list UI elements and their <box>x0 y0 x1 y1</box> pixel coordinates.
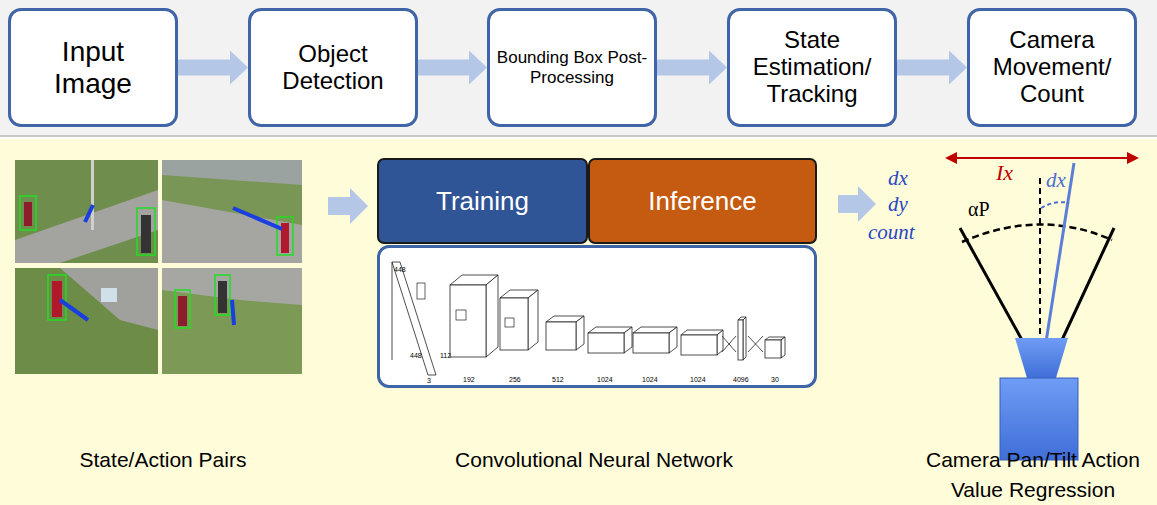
dimension-label: 448 <box>410 352 422 360</box>
kernel <box>417 283 425 299</box>
node-text: Inference <box>648 186 756 217</box>
node-text: Camera Movement/ Count <box>978 27 1126 108</box>
layer-block <box>500 290 538 350</box>
layer-block <box>450 275 498 357</box>
process-box: Object Detection <box>248 8 418 127</box>
cnn-architecture <box>392 262 785 375</box>
dimension-label: 192 <box>463 376 475 384</box>
dimension-label: 512 <box>552 376 564 384</box>
process-box: Bounding Box Post- Processing <box>487 8 657 127</box>
photo-panel <box>15 268 158 374</box>
annotation-label: αP <box>968 197 990 221</box>
process-box: State Estimation/ Tracking <box>727 8 897 127</box>
layer-block <box>588 327 632 353</box>
cnn-frame <box>377 245 817 388</box>
annotation-label: dx <box>888 166 908 191</box>
dimension-label: 1024 <box>690 376 706 384</box>
node-text: Training <box>436 186 529 217</box>
annotation-label: Convolutional Neural Network <box>374 447 814 472</box>
flow-arrow <box>657 51 727 85</box>
flow-arrow <box>328 188 368 224</box>
input-slab-edge <box>392 262 393 360</box>
layer-block <box>765 337 785 358</box>
flow-arrow <box>838 186 876 222</box>
layer-block <box>633 327 677 353</box>
layer-block <box>738 317 746 360</box>
node-text: Bounding Box Post- Processing <box>496 48 648 86</box>
input-slab <box>392 262 436 375</box>
dimension-label: 4096 <box>733 376 749 384</box>
dimension-label: 30 <box>771 376 779 384</box>
annotation-label: dy <box>888 192 908 217</box>
dimension-label: 3 <box>427 377 431 385</box>
process-box: Camera Movement/ Count <box>967 8 1137 127</box>
layer-block <box>681 330 723 355</box>
flow-arrow <box>897 51 967 85</box>
stage-box: Inference <box>588 158 817 244</box>
node-text: Input Image <box>27 36 159 99</box>
camera-illustration <box>945 152 1139 460</box>
stage-box: Training <box>377 158 588 244</box>
dimension-label: 256 <box>509 376 521 384</box>
photo-panel <box>162 268 302 374</box>
dimension-label: 1024 <box>642 376 658 384</box>
dimension-label: 112 <box>440 352 451 360</box>
annotation-label: count <box>868 220 915 245</box>
node-text: State Estimation/ Tracking <box>738 27 886 108</box>
annotation-label: Ix <box>996 160 1013 186</box>
flow-arrow <box>178 51 248 85</box>
dimension-label: 448 <box>394 266 406 274</box>
dimension-label: 1024 <box>597 376 613 384</box>
flow-arrow <box>418 51 487 85</box>
layer-block <box>546 316 584 350</box>
photo-panel <box>15 160 158 263</box>
node-text: Object Detection <box>259 41 407 95</box>
annotation-label: Camera Pan/Tilt Action Value Regression <box>898 445 1157 505</box>
annotation-label: dx <box>1046 168 1066 193</box>
photo-panel <box>162 160 302 263</box>
annotation-label: State/Action Pairs <box>13 447 313 472</box>
process-box: Input Image <box>8 8 178 127</box>
